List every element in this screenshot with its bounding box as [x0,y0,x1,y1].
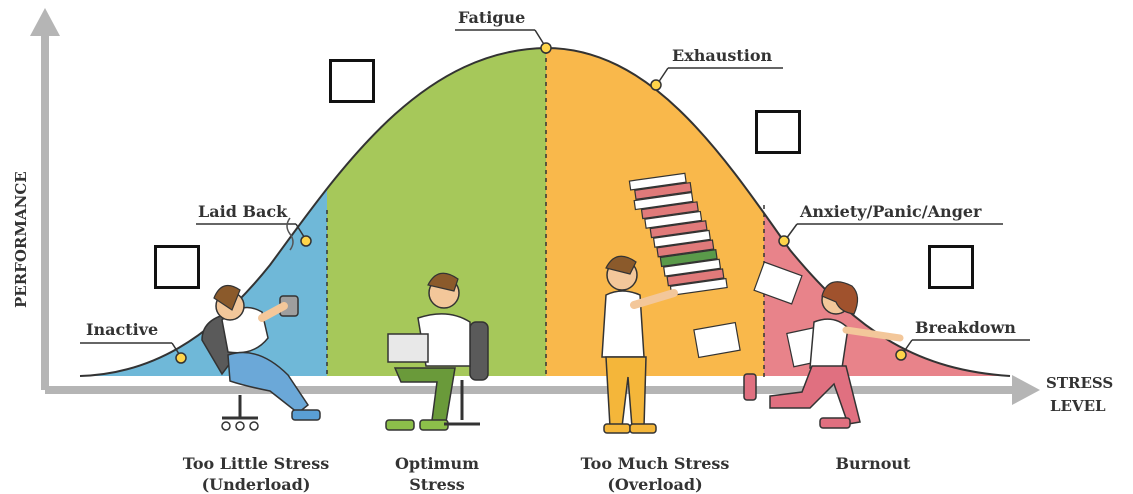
figure-optimum-person [385,272,489,431]
book-stack [628,172,728,296]
label-breakdown: Breakdown [915,318,1016,337]
figure-underload-person [201,217,321,431]
zone-caption-optimum-line2: Stress [409,475,465,494]
zone-caption-overload-line1: Too Much Stress [581,454,730,473]
zone-caption-overload-line2: (Overload) [607,475,702,494]
x-axis-label-line2: LEVEL [1050,397,1106,415]
point-anxiety: Anxiety/Panic/Anger [778,202,1003,247]
blank-box [154,245,200,289]
y-axis-label: PERFORMANCE [12,171,30,308]
zone-caption-underload-line1: Too Little Stress [183,454,330,473]
zone-caption-underload-line2: (Underload) [202,475,311,494]
axes [30,8,1040,405]
zone-caption-burnout: Burnout [836,454,912,473]
figure-overload-person [601,172,741,434]
blank-box [329,59,375,103]
label-inactive: Inactive [86,320,158,339]
x-axis-label-line1: STRESS [1046,374,1113,392]
label-fatigue: Fatigue [458,8,525,27]
label-anxiety: Anxiety/Panic/Anger [799,202,982,221]
blank-box [755,110,801,154]
zone-caption-optimum-line1: Optimum [395,454,479,473]
figure-burnout-person [743,261,904,429]
label-laid-back: Laid Back [198,202,288,221]
zone-dividers [326,50,765,378]
point-fatigue: Fatigue [455,8,552,54]
point-inactive: Inactive [80,320,187,364]
point-breakdown: Breakdown [895,318,1030,361]
blank-box [928,245,974,289]
point-laid-back: Laid Back [196,202,312,247]
label-exhaustion: Exhaustion [672,46,773,65]
point-exhaustion: Exhaustion [650,46,783,91]
